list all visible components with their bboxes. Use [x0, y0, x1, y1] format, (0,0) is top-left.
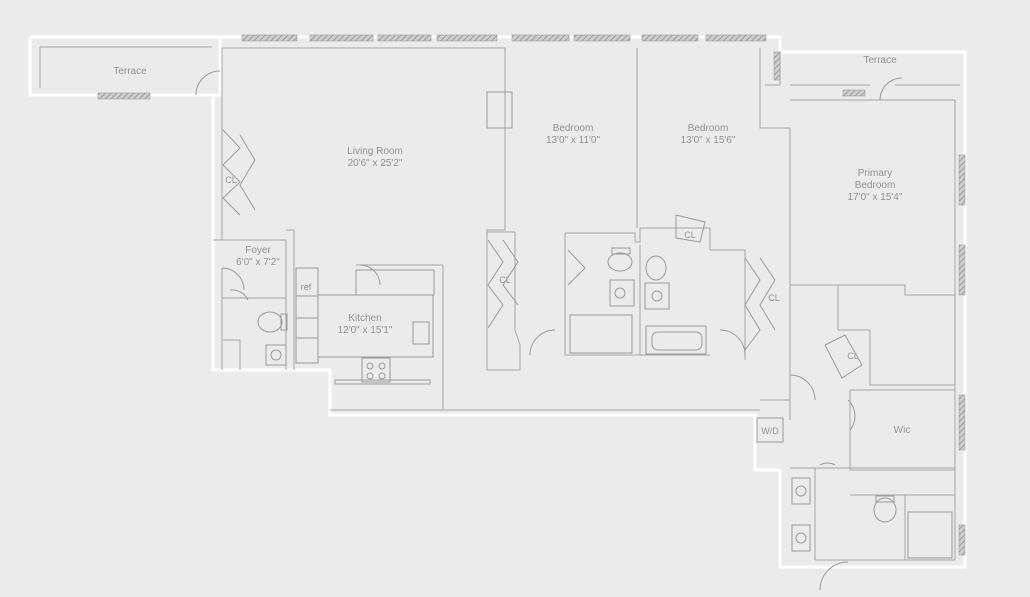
bedroom-2-name: Bedroom: [687, 123, 729, 134]
living-room-label: Living Room 20'6" x 25'2": [325, 146, 425, 170]
kitchen-label: Kitchen 12'0" x 15'1": [325, 313, 405, 337]
closet-hall-text: CL: [684, 230, 696, 240]
closet-hall-tag: CL: [679, 229, 701, 241]
bath-hall-fixtures: [569, 247, 707, 355]
primary-bedroom-label: Primary Bedroom 17'0" x 15'4": [830, 168, 920, 204]
living-room-name: Living Room: [347, 146, 403, 157]
terrace-left-name: Terrace: [113, 66, 147, 77]
refrigerator-text: ref: [300, 282, 312, 292]
closet-bedroom-1-tag: CL: [494, 274, 516, 286]
bedroom-2-label: Bedroom 13'0" x 15'6": [663, 123, 753, 147]
washer-dryer-tag: W/D: [757, 425, 783, 437]
refrigerator-tag: ref: [296, 281, 316, 293]
bedroom-1-label: Bedroom 13'0" x 11'0": [528, 123, 618, 147]
closet-living-tag: CL: [220, 174, 242, 186]
interior-walls: [356, 91, 956, 561]
primary-bedroom-dims: 17'0" x 15'4": [847, 192, 903, 203]
windows: [241, 34, 966, 556]
closet-bedroom-2-tag: CL: [763, 292, 785, 304]
outer-walls: [211, 35, 967, 569]
kitchen-fixtures: [295, 267, 435, 385]
primary-bath-fixtures: [791, 477, 953, 559]
bedroom-1-dims: 13'0" x 11'0": [545, 135, 601, 146]
closet-doors: [222, 129, 863, 379]
closet-bedroom-1-text: CL: [499, 275, 511, 285]
washer-dryer-text: W/D: [761, 426, 779, 436]
closet-living-text: CL: [225, 175, 237, 185]
door-swings: [195, 70, 903, 591]
wic-label: Wic: [880, 425, 924, 437]
bedroom-2-dims: 13'0" x 15'6": [680, 135, 736, 146]
kitchen-dims: 12'0" x 15'1": [337, 325, 393, 336]
kitchen-name: Kitchen: [348, 313, 382, 324]
terrace-left-label: Terrace: [100, 66, 160, 78]
foyer-label: Foyer 6'0" x 7'2": [222, 245, 294, 269]
bedroom-1-name: Bedroom: [552, 123, 594, 134]
closet-primary-tag: CL: [842, 350, 864, 362]
terrace-right-label: Terrace: [850, 55, 910, 67]
closet-primary-text: CL: [847, 351, 859, 361]
living-room-dims: 20'6" x 25'2": [347, 158, 403, 169]
closet-bedroom-2-text: CL: [768, 293, 780, 303]
wic-name: Wic: [893, 425, 911, 436]
primary-bedroom-name-2: Bedroom: [854, 180, 896, 191]
foyer-name: Foyer: [245, 245, 271, 256]
terrace-right-name: Terrace: [863, 55, 897, 66]
foyer-dims: 6'0" x 7'2": [236, 257, 280, 268]
terrace-left: [28, 35, 222, 100]
primary-bedroom-name-1: Primary: [857, 168, 893, 179]
terrace-window-left: [97, 92, 151, 100]
powder-room-fixtures: [222, 297, 288, 370]
